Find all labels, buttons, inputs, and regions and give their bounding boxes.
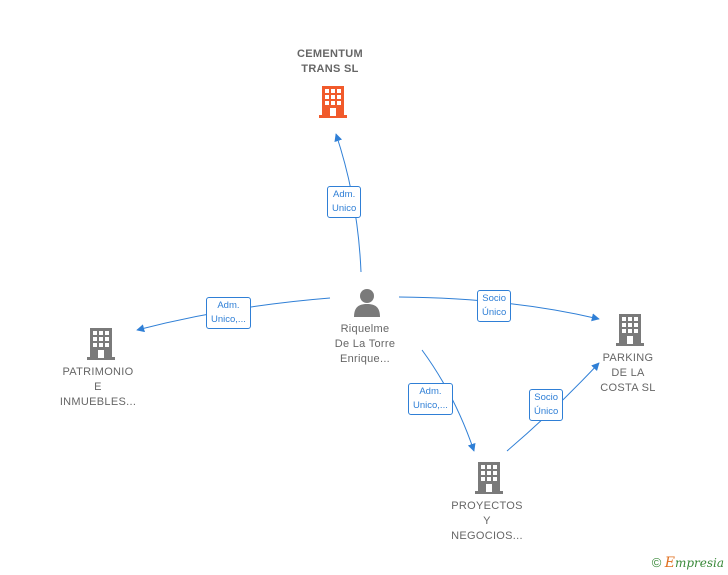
copyright-brand: © Empresia: [652, 555, 724, 571]
edge-label-line: Unico: [332, 203, 357, 214]
node-parking-label[interactable]: PARKING DE LA COSTA SL: [578, 351, 678, 396]
building-icon: [87, 328, 115, 360]
node-label-line: De La Torre: [334, 338, 396, 350]
brand-name: mpresia: [674, 556, 724, 570]
edge-label-line: Adm.: [217, 300, 240, 311]
copyright-icon: ©: [651, 555, 662, 570]
node-label-line: COSTA SL: [600, 382, 656, 394]
node-proyectos-label[interactable]: PROYECTOS Y NEGOCIOS...: [437, 499, 537, 544]
edge-label-line: Adm.: [333, 189, 356, 200]
node-label-line: Riquelme: [340, 323, 390, 335]
building-icon: [616, 314, 644, 346]
edge-label-line: Adm.: [419, 386, 442, 397]
node-label-line: E: [94, 381, 102, 393]
node-label-line: INMUEBLES...: [59, 396, 137, 408]
node-label-line: CEMENTUM: [297, 48, 363, 60]
edge-label-adm-unico[interactable]: Adm. Unico: [327, 186, 362, 218]
building-icon: [475, 462, 503, 494]
node-label-line: DE LA: [611, 367, 645, 379]
node-riquelme-label[interactable]: Riquelme De La Torre Enrique...: [315, 322, 415, 367]
edge-label-line: Único: [482, 307, 507, 318]
edge-label-line: Socio: [534, 392, 559, 403]
person-icon: [354, 289, 380, 317]
node-label-line: PROYECTOS: [451, 500, 523, 512]
edge-label-line: Unico,...: [413, 400, 448, 411]
edge-label-line: Único: [534, 406, 559, 417]
node-label-line: PARKING: [602, 352, 654, 364]
edge-label-socio-unico-proyectos-parking[interactable]: Socio Único: [529, 389, 564, 421]
node-cementum-label[interactable]: CEMENTUM TRANS SL: [280, 47, 380, 77]
edge-label-socio-unico-parking[interactable]: Socio Único: [477, 290, 512, 322]
edge-label-adm-unico-patrimonio[interactable]: Adm. Unico,...: [206, 297, 251, 329]
brand-initial: E: [664, 555, 675, 571]
building-icon: [318, 84, 348, 118]
node-label-line: TRANS SL: [301, 63, 359, 75]
node-label-line: NEGOCIOS...: [451, 530, 523, 542]
node-label-line: PATRIMONIO: [62, 366, 134, 378]
node-patrimonio-label[interactable]: PATRIMONIO E INMUEBLES...: [48, 365, 148, 410]
edge-label-adm-unico-proyectos[interactable]: Adm. Unico,...: [408, 383, 453, 415]
edge-label-line: Unico,...: [211, 314, 246, 325]
node-label-line: Enrique...: [339, 353, 391, 365]
edge-label-line: Socio: [482, 293, 507, 304]
node-label-line: Y: [483, 515, 491, 527]
